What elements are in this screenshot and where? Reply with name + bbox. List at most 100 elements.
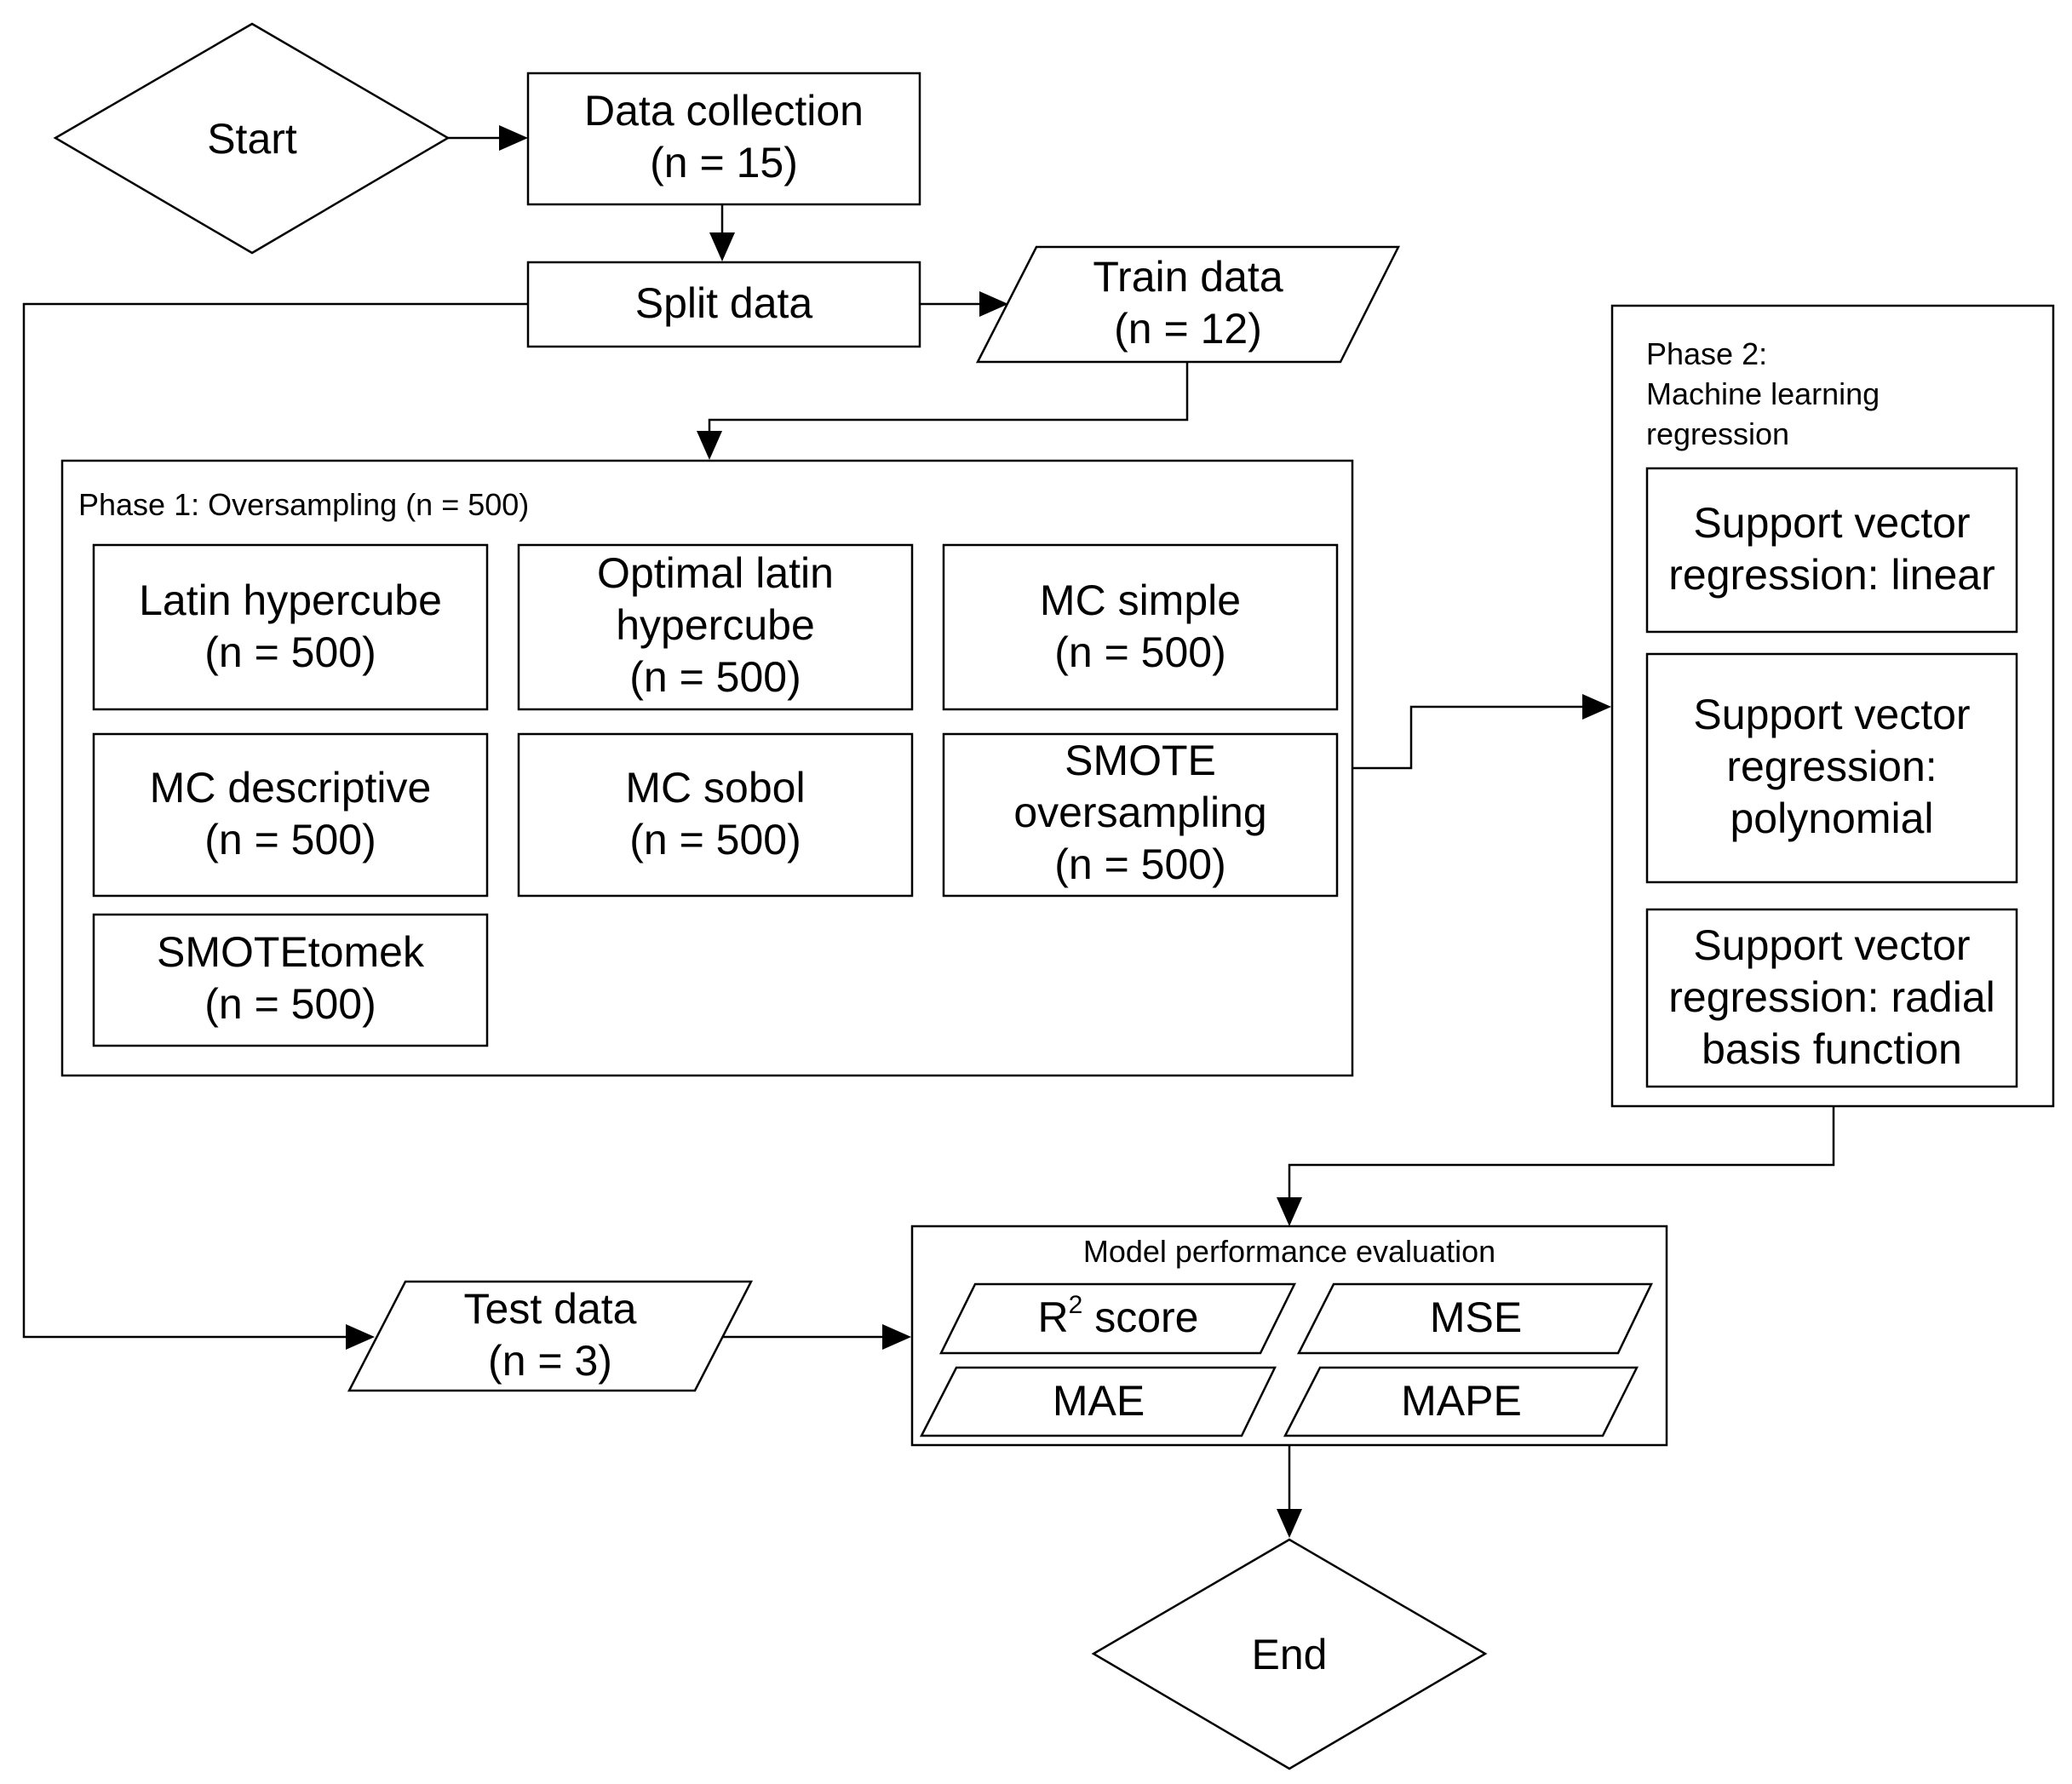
model-line: Support vector [1693, 691, 1970, 738]
method-smote-oversampling: SMOTE oversampling (n = 500) [942, 732, 1339, 898]
arrowhead [882, 1324, 911, 1350]
model-line: regression: [1726, 743, 1937, 790]
method-line: (n = 500) [629, 816, 801, 863]
edge-phase2-to-evaluation [1288, 1107, 1835, 1199]
model-line: regression: radial [1668, 973, 1995, 1021]
metric-mse: MSE [1296, 1282, 1653, 1355]
metric-r2-sup: 2 [1069, 1291, 1083, 1319]
start-diamond [53, 22, 451, 255]
split-data-box [526, 261, 921, 348]
arrowhead [1582, 694, 1611, 720]
metric-r2-label: R2 score [1038, 1291, 1199, 1341]
metric-mae-label: MAE [1053, 1377, 1145, 1425]
method-line: Latin hypercube [139, 577, 442, 624]
metric-mape: MAPE [1283, 1366, 1639, 1437]
metric-r2-rest: score [1082, 1294, 1198, 1341]
method-box [942, 732, 1339, 898]
data-collection-line-2: (n = 15) [650, 139, 798, 186]
model-box [1645, 652, 2018, 884]
edge-split-to-test [22, 302, 528, 1339]
model-line: Support vector [1693, 921, 1970, 969]
split-data-node: Split data [526, 261, 921, 348]
phase2-title-line-3: regression [1646, 416, 1789, 451]
method-line: Optimal latin [597, 549, 834, 597]
train-data-line-2: (n = 12) [1114, 305, 1262, 353]
arrowhead [346, 1324, 375, 1350]
test-data-line-1: Test data [464, 1285, 637, 1333]
metric-parallelogram [1283, 1366, 1639, 1437]
train-data-line-1: Train data [1093, 253, 1283, 301]
metric-r2-score: R2 score [938, 1282, 1297, 1355]
end-node: End [1091, 1538, 1488, 1770]
method-line: (n = 500) [204, 980, 376, 1028]
model-line: regression: linear [1668, 551, 1995, 599]
method-smotetomek: SMOTEtomek (n = 500) [92, 913, 489, 1047]
method-line: (n = 500) [1054, 840, 1226, 888]
end-label: End [1252, 1631, 1328, 1678]
method-box [92, 543, 489, 711]
phase2-group: Phase 2: Machine learning regression Sup… [1610, 304, 2055, 1108]
metric-mse-label: MSE [1430, 1294, 1522, 1341]
method-mc-descriptive: MC descriptive (n = 500) [92, 732, 489, 898]
method-box [517, 543, 914, 711]
method-box [92, 913, 489, 1047]
method-line: MC sobol [625, 764, 805, 812]
model-line: Support vector [1693, 499, 1970, 547]
arrowhead [1277, 1197, 1302, 1226]
metric-parallelogram [1296, 1282, 1653, 1355]
metric-mae: MAE [919, 1366, 1277, 1437]
model-line: polynomial [1730, 794, 1933, 842]
method-line: (n = 500) [1054, 628, 1226, 676]
metric-r2-base: R [1038, 1294, 1069, 1341]
test-data-node: Test data (n = 3) [347, 1280, 754, 1392]
arrowhead [709, 232, 735, 261]
test-data-line-2: (n = 3) [488, 1337, 612, 1385]
test-data-parallelogram [347, 1280, 754, 1392]
start-node: Start [53, 22, 451, 255]
method-line: SMOTEtomek [157, 928, 425, 976]
method-line: (n = 500) [629, 653, 801, 701]
metric-parallelogram [919, 1366, 1277, 1437]
split-data-label: Split data [635, 279, 813, 327]
method-optimal-latin-hypercube: Optimal latin hypercube (n = 500) [517, 543, 914, 711]
method-line: MC descriptive [150, 764, 432, 812]
model-svr-rbf: Support vector regression: radial basis … [1645, 908, 2018, 1088]
method-line: (n = 500) [204, 816, 376, 863]
evaluation-title: Model performance evaluation [1083, 1234, 1495, 1269]
metric-mape-label: MAPE [1401, 1377, 1522, 1425]
arrowhead [1277, 1509, 1302, 1538]
data-collection-node: Data collection (n = 15) [526, 72, 921, 206]
method-line: oversampling [1013, 789, 1266, 836]
metric-parallelogram [938, 1282, 1297, 1355]
method-mc-sobol: MC sobol (n = 500) [517, 732, 914, 898]
method-box [92, 732, 489, 898]
method-box [942, 543, 1339, 711]
evaluation-group: Model performance evaluation R2 score MS… [910, 1225, 1668, 1447]
model-box [1645, 467, 2018, 634]
model-box [1645, 908, 2018, 1088]
phase1-title: Phase 1: Oversampling (n = 500) [78, 487, 529, 522]
data-collection-line-1: Data collection [584, 87, 864, 135]
method-line: MC simple [1040, 577, 1241, 624]
phase2-title-line-2: Machine learning [1646, 376, 1880, 411]
arrowhead [979, 291, 1008, 317]
edge-train-to-phase1 [708, 362, 1189, 434]
start-label: Start [207, 115, 297, 163]
edge-phase1-to-phase2 [1352, 705, 1582, 770]
arrowhead [499, 125, 528, 151]
method-latin-hypercube: Latin hypercube (n = 500) [92, 543, 489, 711]
train-data-parallelogram [975, 245, 1401, 364]
model-line: basis function [1702, 1025, 1962, 1073]
model-svr-linear: Support vector regression: linear [1645, 467, 2018, 634]
train-data-node: Train data (n = 12) [975, 245, 1401, 364]
arrowhead [697, 431, 722, 460]
phase2-title-line-1: Phase 2: [1646, 336, 1767, 371]
data-collection-box [526, 72, 921, 206]
method-mc-simple: MC simple (n = 500) [942, 543, 1339, 711]
method-line: hypercube [616, 601, 815, 649]
method-line: SMOTE [1065, 737, 1216, 784]
connectors [22, 125, 1835, 1538]
method-box [517, 732, 914, 898]
end-diamond [1091, 1538, 1488, 1770]
